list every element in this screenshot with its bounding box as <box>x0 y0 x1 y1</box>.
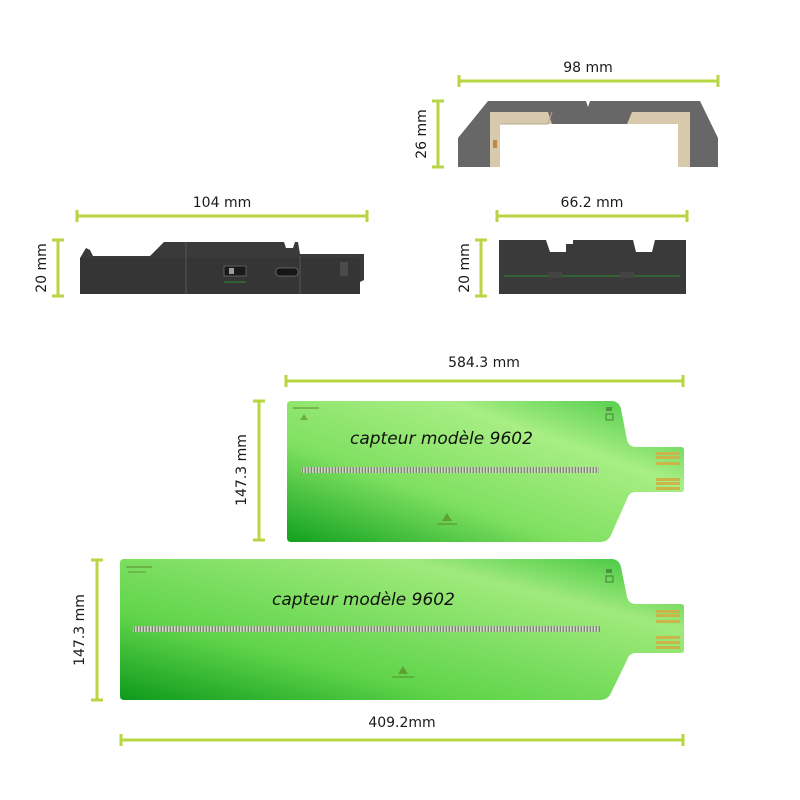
front-view-housing <box>499 240 686 294</box>
dim-side-length: 104 mm <box>75 195 369 222</box>
dim-sensor-small-height-label: 147.3 mm <box>72 594 88 666</box>
sensor-large: 584.3 mm 147.3 mm capteur modèle 9602 <box>234 355 685 542</box>
side-view: 104 mm 20 mm <box>34 195 369 298</box>
sensor-large-label: capteur modèle 9602 <box>350 429 533 449</box>
sensor-large-connector <box>656 452 680 490</box>
dim-sensor-small-height: 147.3 mm <box>72 558 103 702</box>
end-view: 98 mm 26 mm <box>414 60 720 169</box>
dim-side-height: 20 mm <box>34 238 64 298</box>
triangle-logo-icon <box>300 414 308 420</box>
ce-mark-icon <box>605 569 614 583</box>
sensor-small: 147.3 mm 409.2mm capteur modèle 9602 <box>72 558 685 746</box>
dim-sensor-large-length-label: 584.3 mm <box>448 355 520 371</box>
ce-mark-icon <box>605 407 614 421</box>
dim-sensor-large-height-label: 147.3 mm <box>234 434 250 506</box>
front-view: 66.2 mm 20 mm <box>457 195 689 298</box>
dim-end-width-label: 98 mm <box>563 60 613 76</box>
dim-front-width-label: 66.2 mm <box>561 195 624 211</box>
side-view-housing <box>80 242 364 294</box>
sensor-large-board: capteur modèle 9602 <box>287 401 684 542</box>
dim-sensor-large-height: 147.3 mm <box>234 399 265 542</box>
dim-front-height: 20 mm <box>457 238 487 298</box>
dim-side-height-label: 20 mm <box>34 243 50 293</box>
dim-side-length-label: 104 mm <box>193 195 251 211</box>
sensor-large-array <box>301 467 599 473</box>
dim-front-width: 66.2 mm <box>495 195 689 222</box>
dim-sensor-small-length-label: 409.2mm <box>368 715 435 731</box>
dim-sensor-small-length: 409.2mm <box>119 715 685 746</box>
triangle-logo-icon <box>442 513 452 521</box>
dim-end-height: 26 mm <box>414 99 444 169</box>
end-view-housing <box>458 101 718 167</box>
sensor-small-board: capteur modèle 9602 <box>120 559 684 700</box>
sensor-small-array <box>133 626 600 632</box>
dim-end-width: 98 mm <box>457 60 720 87</box>
sensor-small-connector <box>656 610 680 649</box>
sensor-small-label: capteur modèle 9602 <box>272 590 455 610</box>
dim-end-height-label: 26 mm <box>414 109 430 159</box>
triangle-logo-icon <box>398 666 408 674</box>
dim-front-height-label: 20 mm <box>457 243 473 293</box>
dim-sensor-large-length: 584.3 mm <box>284 355 685 387</box>
